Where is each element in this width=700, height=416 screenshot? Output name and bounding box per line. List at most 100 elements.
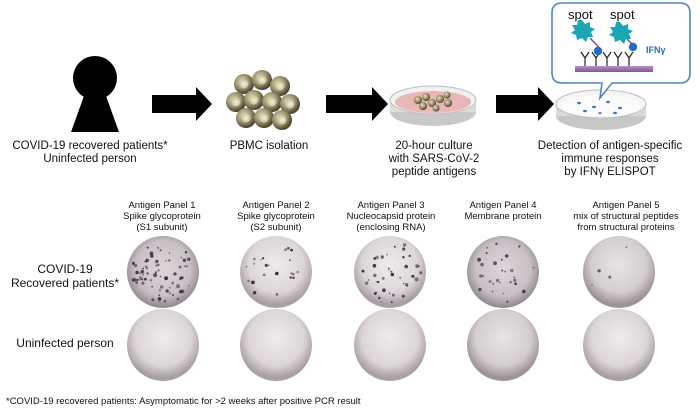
elispot-spot xyxy=(289,276,293,279)
elispot-spot xyxy=(492,282,495,285)
ifn-molecule-icon xyxy=(628,42,638,52)
elispot-spot xyxy=(509,281,512,284)
elispot-spot xyxy=(168,292,171,295)
elispot-spot xyxy=(364,281,369,285)
membrane-bar xyxy=(575,66,653,72)
elispot-spot xyxy=(145,258,149,262)
elispot-spot xyxy=(390,272,394,277)
panel-4-header: Antigen Panel 4 Membrane protein xyxy=(464,200,542,222)
elispot-spot xyxy=(591,283,593,286)
well-uninfected-panel-2 xyxy=(240,309,312,381)
culture-dish-icon xyxy=(389,85,477,126)
elispot-spot xyxy=(185,265,188,268)
elispot-spot xyxy=(414,277,419,282)
panel-3-header: Antigen Panel 3 Nucleocapsid protein (en… xyxy=(346,200,436,233)
elispot-spot xyxy=(291,272,295,276)
elispot-spot xyxy=(477,257,481,262)
elispot-spot xyxy=(156,246,159,249)
elispot-spot xyxy=(146,267,149,270)
elispot-spot xyxy=(143,277,147,281)
elispot-spot xyxy=(504,270,507,273)
footnote: *COVID-19 recovered patients: Asymptomat… xyxy=(6,396,361,407)
well-recovered-panel-1 xyxy=(127,236,199,308)
elispot-spot xyxy=(518,245,521,248)
panel-5-header: Antigen Panel 5 mix of structural peptid… xyxy=(573,200,679,233)
elispot-spot xyxy=(388,267,390,270)
elispot-spot xyxy=(172,294,175,296)
elispot-spot xyxy=(171,281,174,285)
elispot-spot xyxy=(141,281,145,285)
elispot-spot xyxy=(260,258,263,261)
elispot-spot xyxy=(268,264,270,267)
elispot-spot xyxy=(292,276,295,279)
step1-label: COVID-19 recovered patients* Uninfected … xyxy=(12,140,168,165)
elispot-spot xyxy=(183,265,186,268)
panel-1-header: Antigen Panel 1 Spike glycoprotein (S1 s… xyxy=(123,200,201,233)
well-uninfected-panel-1 xyxy=(127,309,199,381)
elispot-spot xyxy=(415,264,419,268)
elispot-spot xyxy=(532,266,535,269)
elispot-spot xyxy=(154,271,157,274)
elispot-spot xyxy=(505,254,509,258)
elispot-spot xyxy=(380,255,384,259)
step2-label: PBMC isolation xyxy=(229,140,309,152)
elispot-spot xyxy=(290,248,293,252)
elispot-spot xyxy=(163,299,167,303)
elispot-spot xyxy=(253,263,256,265)
elispot-spot xyxy=(133,263,138,268)
elispot-spot xyxy=(380,301,383,303)
elispot-spot xyxy=(486,246,489,249)
elispot-spot xyxy=(408,254,411,258)
elispot-spot xyxy=(367,279,370,281)
step4-label: Detection of antigen-specific immune res… xyxy=(537,140,683,178)
elispot-spot xyxy=(165,260,167,262)
elispot-spot xyxy=(168,252,171,254)
elispot-spot xyxy=(284,248,287,252)
elispot-spot xyxy=(145,265,147,268)
elispot-spot xyxy=(522,289,526,294)
elispot-spot xyxy=(479,274,483,278)
arrow-icon xyxy=(152,87,212,121)
elispot-spot xyxy=(153,273,158,278)
elispot-spot xyxy=(138,276,143,281)
row-label-recovered: COVID-19 Recovered patients* xyxy=(10,262,120,290)
elispot-spot xyxy=(390,301,393,304)
elispot-wells xyxy=(127,236,655,381)
elispot-spot xyxy=(131,278,136,282)
elispot-spot xyxy=(514,282,517,286)
elispot-spot xyxy=(485,252,488,254)
elispot-spot xyxy=(142,267,145,270)
elispot-spot xyxy=(179,276,183,280)
elispot-spot xyxy=(372,263,377,268)
elispot-spot xyxy=(373,273,377,278)
person-icon xyxy=(71,56,119,132)
elispot-spot xyxy=(513,276,516,279)
elispot-spot xyxy=(176,297,180,301)
elispot-spot xyxy=(378,296,381,300)
elispot-spot xyxy=(157,269,160,272)
elispot-spot xyxy=(155,264,158,267)
workflow-diagram: spot spot IFNγ xyxy=(71,2,691,132)
spot-label-left: spot xyxy=(568,7,593,22)
elispot-spot xyxy=(135,281,138,284)
elispot-spot xyxy=(154,260,158,264)
elispot-spot xyxy=(404,264,409,269)
elispot-spot xyxy=(390,270,393,273)
elispot-spot xyxy=(151,285,153,288)
elispot-spot xyxy=(625,246,628,249)
elispot-spot xyxy=(179,290,183,294)
elispot-spot xyxy=(495,242,498,245)
elispot-callout: spot spot IFNγ xyxy=(551,2,691,101)
elispot-spot xyxy=(158,294,161,297)
elispot-spot xyxy=(399,276,402,279)
arrow-icon xyxy=(496,87,554,121)
elispot-spot xyxy=(417,265,420,268)
elispot-spot xyxy=(411,274,415,278)
elispot-spot xyxy=(496,278,500,283)
elispot-spot xyxy=(506,300,509,303)
antibody-icons xyxy=(580,51,634,66)
arrow-icon xyxy=(326,87,388,121)
elispot-spot xyxy=(151,298,155,302)
elispot-spot xyxy=(262,257,265,260)
elispot-spot xyxy=(377,280,380,284)
